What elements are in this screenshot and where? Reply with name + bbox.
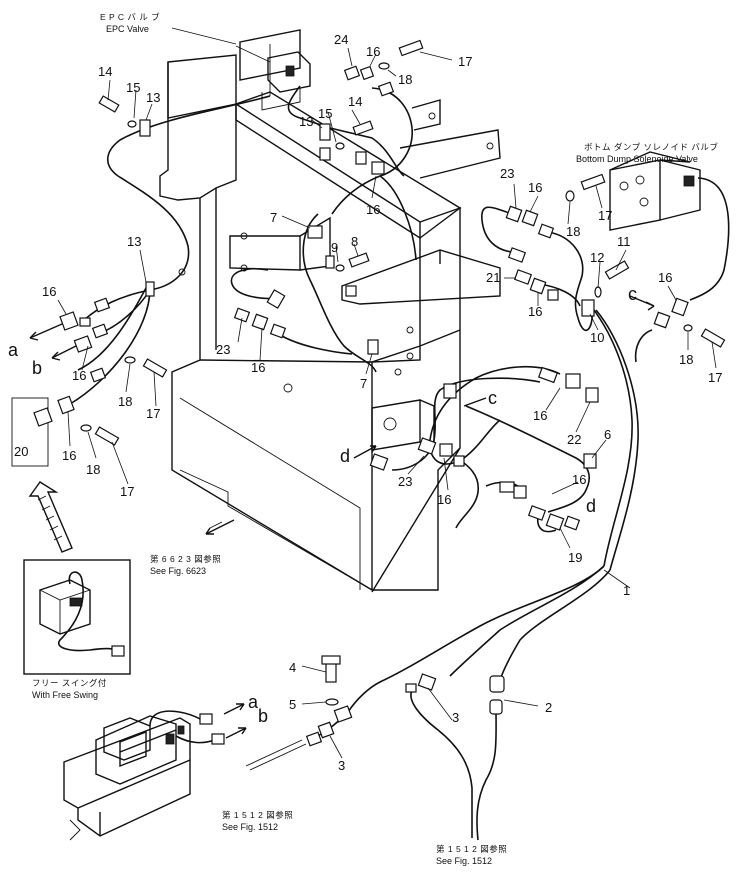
direction-arrows bbox=[29, 295, 655, 739]
callout-13: 13 bbox=[127, 234, 141, 249]
callout-16: 16 bbox=[658, 270, 672, 285]
callout-3: 3 bbox=[338, 758, 345, 773]
callout-22: 22 bbox=[567, 432, 581, 447]
callout-13: 13 bbox=[299, 114, 313, 129]
valve-stack-bottom-left bbox=[63, 710, 225, 841]
callout-16: 16 bbox=[251, 360, 265, 375]
see-fig-6623: See Fig. 6623 bbox=[150, 566, 206, 576]
callout-7: 7 bbox=[270, 210, 277, 225]
connection-letter-b: b bbox=[32, 358, 42, 378]
bottom-dump-label-jp: ボトム ダンプ ソレノイド バルブ bbox=[584, 142, 718, 152]
callout-16: 16 bbox=[528, 304, 542, 319]
callout-9: 9 bbox=[331, 240, 338, 255]
callout-3: 3 bbox=[452, 710, 459, 725]
see-fig-6623-jp: 第 6 6 2 3 図参照 bbox=[150, 554, 221, 564]
callout-18: 18 bbox=[566, 224, 580, 239]
callout-18: 18 bbox=[118, 394, 132, 409]
callout-16: 16 bbox=[366, 44, 380, 59]
see-fig-1512-bottom: See Fig. 1512 bbox=[436, 856, 492, 866]
callout-8: 8 bbox=[351, 234, 358, 249]
callout-18: 18 bbox=[398, 72, 412, 87]
callout-7: 7 bbox=[360, 376, 367, 391]
callout-19: 19 bbox=[568, 550, 582, 565]
callout-16: 16 bbox=[437, 492, 451, 507]
free-swing-inset bbox=[23, 559, 131, 675]
leader-lines bbox=[57, 45, 717, 759]
callout-23: 23 bbox=[216, 342, 230, 357]
hydraulic-hoses bbox=[69, 85, 653, 841]
callout-20: 20 bbox=[14, 444, 28, 459]
callout-16: 16 bbox=[72, 368, 86, 383]
epc-valve bbox=[239, 29, 311, 111]
callout-17: 17 bbox=[120, 484, 134, 499]
connection-letter-a: a bbox=[248, 692, 259, 712]
callout-16: 16 bbox=[62, 448, 76, 463]
connection-letter-a: a bbox=[8, 340, 19, 360]
callout-13: 13 bbox=[146, 90, 160, 105]
callout-18: 18 bbox=[679, 352, 693, 367]
bottom-dump-solenoid-valve bbox=[609, 151, 730, 301]
connection-letters: a b c c d d a b bbox=[8, 284, 637, 726]
callout-21: 21 bbox=[486, 270, 500, 285]
callout-17: 17 bbox=[598, 208, 612, 223]
epc-valve-label: EPC Valve bbox=[106, 24, 149, 34]
callout-1: 1 bbox=[623, 583, 630, 598]
free-swing-label: With Free Swing bbox=[32, 690, 98, 700]
callout-6: 6 bbox=[604, 427, 611, 442]
callout-14: 14 bbox=[348, 94, 362, 109]
epc-valve-label-jp: E P C バ ル ブ bbox=[100, 12, 160, 22]
callout-17: 17 bbox=[708, 370, 722, 385]
see-fig-1512-left: See Fig. 1512 bbox=[222, 822, 278, 832]
connection-letter-d: d bbox=[586, 496, 596, 516]
callout-15: 15 bbox=[126, 80, 140, 95]
callout-17: 17 bbox=[458, 54, 472, 69]
callout-2: 2 bbox=[545, 700, 552, 715]
callout-16: 16 bbox=[533, 408, 547, 423]
callout-23: 23 bbox=[500, 166, 514, 181]
callout-14: 14 bbox=[98, 64, 112, 79]
fittings bbox=[11, 39, 726, 747]
connection-letter-d: d bbox=[340, 446, 350, 466]
callout-10: 10 bbox=[590, 330, 604, 345]
callout-17: 17 bbox=[146, 406, 160, 421]
connection-letter-c: c bbox=[628, 284, 637, 304]
callout-23: 23 bbox=[398, 474, 412, 489]
callout-12: 12 bbox=[590, 250, 604, 265]
connection-letter-c: c bbox=[488, 388, 497, 408]
inset-pointer-arrow bbox=[28, 481, 73, 553]
connection-letter-b: b bbox=[258, 706, 268, 726]
callout-15: 15 bbox=[318, 106, 332, 121]
callout-4: 4 bbox=[289, 660, 296, 675]
callout-16: 16 bbox=[366, 202, 380, 217]
callout-18: 18 bbox=[86, 462, 100, 477]
main-frame-bracket bbox=[159, 54, 501, 593]
callout-24: 24 bbox=[334, 32, 348, 47]
callout-numbers: 1 2 3 3 4 5 6 7 7 8 9 10 11 12 13 13 13 … bbox=[14, 32, 722, 773]
see-fig-1512-bottom-jp: 第 1 5 1 2 図参照 bbox=[436, 844, 507, 854]
text-labels: E P C バ ル ブ EPC Valve ボトム ダンプ ソレノイド バルブ … bbox=[32, 12, 718, 866]
free-swing-label-jp: フリー スイング付 bbox=[32, 678, 107, 688]
callout-16: 16 bbox=[528, 180, 542, 195]
callout-16: 16 bbox=[42, 284, 56, 299]
item-20-box bbox=[11, 397, 49, 467]
bottom-dump-label: Bottom Dump Solenoide Valve bbox=[576, 154, 698, 164]
callout-11: 11 bbox=[617, 234, 631, 249]
callout-5: 5 bbox=[289, 697, 296, 712]
callout-16: 16 bbox=[572, 472, 586, 487]
see-fig-1512-left-jp: 第 1 5 1 2 図参照 bbox=[222, 810, 293, 820]
